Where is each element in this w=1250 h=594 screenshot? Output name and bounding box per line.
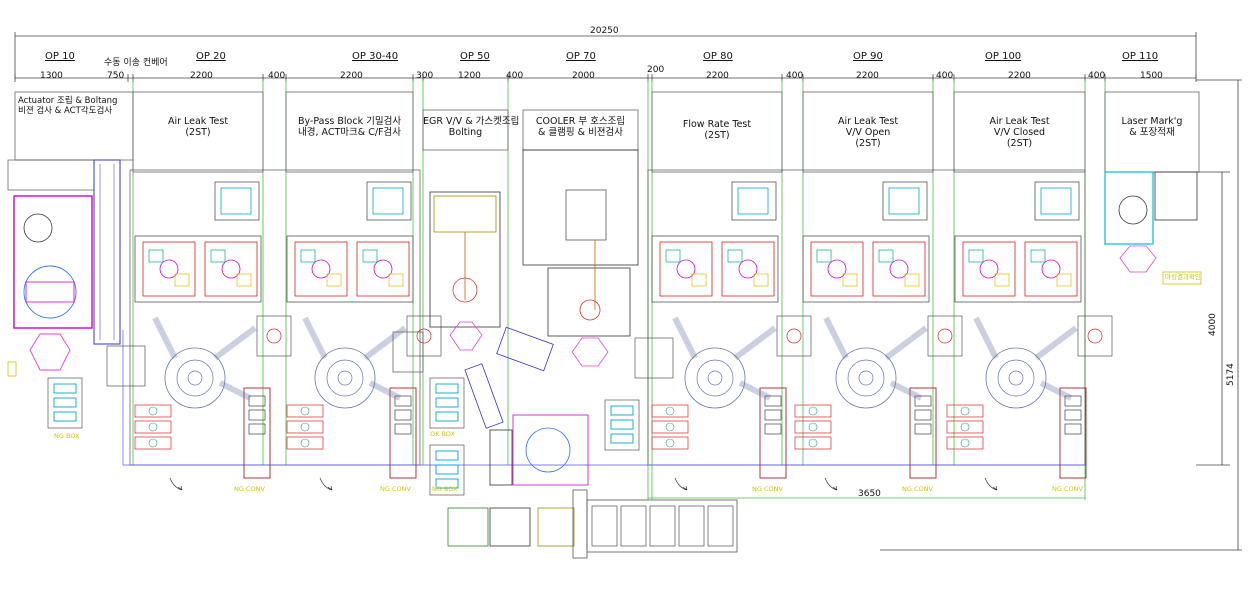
op-width-op10: 1300 [40, 71, 63, 81]
op-width-op90: 2200 [856, 71, 879, 81]
lower-fixture [134, 404, 172, 450]
ok-box-label: OK BOX [430, 430, 455, 438]
ng-conveyor [389, 387, 417, 479]
op-label-op3040: OP 30-40 [352, 51, 399, 62]
robot [973, 315, 1113, 409]
gap-dim-1: 750 [107, 71, 125, 81]
fixture-block [286, 181, 414, 303]
parts-box [429, 377, 465, 429]
op-width-op70: 2000 [572, 71, 595, 81]
dim-200: 200 [647, 65, 665, 75]
fixture-block [954, 181, 1082, 303]
op-title-op90: Air Leak Test V/V Open (2ST) [837, 116, 899, 149]
fixture-block [134, 181, 262, 303]
dim-4000: 4000 [1208, 313, 1218, 336]
robot [672, 315, 812, 409]
op-label-op50: OP 50 [460, 51, 490, 62]
gap-dim-3: 300 [416, 71, 434, 81]
ng-box-label: NG BOX [54, 432, 80, 440]
ng-conv-label-3: NG CONV [752, 485, 783, 493]
parts-box [47, 377, 83, 429]
op-title-op20: Air Leak Test (2ST) [167, 116, 229, 138]
robot [302, 315, 442, 409]
fixture-block [651, 181, 779, 303]
lower-fixture [946, 404, 984, 450]
op-title-op70: COOLER 부 호스조립 & 클램핑 & 비젼검사 [535, 116, 626, 138]
manual-transfer-label: 수동 이송 컨베어 [104, 58, 168, 68]
overall-dimension: 20250 [590, 26, 619, 36]
op-width-op100: 2200 [1008, 71, 1031, 81]
ng-conv-label-5: NG CONV [1052, 485, 1083, 493]
op-title-op100: Air Leak Test V/V Closed (2ST) [989, 116, 1050, 149]
op-title-op80: Flow Rate Test (2ST) [682, 119, 752, 141]
op-title-op10: Actuator 조립 & Boltang 비젼 검사 & ACT각도검사 [18, 96, 118, 116]
parts-box [429, 444, 465, 496]
gap-dim-2: 400 [268, 71, 286, 81]
ng-conv-label-4: NG CONV [902, 485, 933, 493]
gap-dim-6: 400 [936, 71, 954, 81]
gap-dim-7: 400 [1088, 71, 1106, 81]
marking-result-label: 마킹결과확인 [1165, 273, 1201, 281]
gap-dim-5: 400 [786, 71, 804, 81]
lower-fixture [794, 404, 832, 450]
op-label-op70: OP 70 [566, 51, 596, 62]
op-label-op20: OP 20 [196, 51, 226, 62]
robot [823, 315, 963, 409]
op-title-op50: EGR V/V & 가스켓조립 Bolting [423, 116, 520, 138]
ng-box-label-b: NG BOX [432, 485, 458, 493]
op-label-op10: OP 10 [45, 51, 75, 62]
ng-conveyor [909, 387, 937, 479]
ng-conv-label-2: NG CONV [380, 485, 411, 493]
lower-fixture [286, 404, 324, 450]
robot [152, 315, 292, 409]
ng-conv-label-1: NG CONV [234, 485, 265, 493]
gap-dim-4: 400 [506, 71, 524, 81]
op-title-op110: Laser Mark'g & 포장적재 [1121, 116, 1183, 138]
fixture-block [802, 181, 930, 303]
op-width-op20: 2200 [190, 71, 213, 81]
ng-conveyor [243, 387, 271, 479]
parts-box [604, 399, 640, 451]
dim-5174: 5174 [1226, 363, 1236, 386]
ng-conveyor [759, 387, 787, 479]
bottom-dim: 3650 [858, 489, 881, 499]
op-width-op50: 1200 [458, 71, 481, 81]
ng-conveyor [1059, 387, 1087, 479]
op-title-op3040: By-Pass Block 기밀검사 내경, ACT마크& C/F검사 [297, 116, 402, 138]
op-width-op80: 2200 [706, 71, 729, 81]
op-label-op90: OP 90 [853, 51, 883, 62]
op-width-op110: 1500 [1140, 71, 1163, 81]
op-label-op100: OP 100 [985, 51, 1022, 62]
op-label-op110: OP 110 [1122, 51, 1159, 62]
lower-fixture [651, 404, 689, 450]
op-width-op3040: 2200 [340, 71, 363, 81]
op-label-op80: OP 80 [703, 51, 733, 62]
